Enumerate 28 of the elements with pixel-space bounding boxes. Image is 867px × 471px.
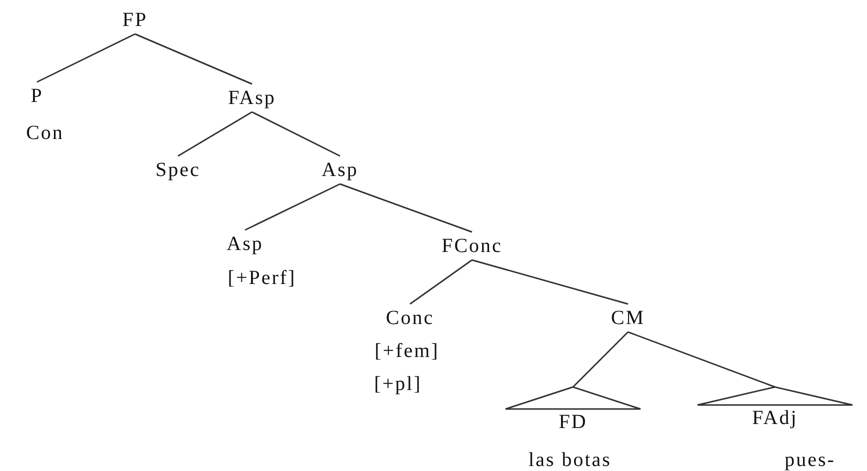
node-label: FAsp [228, 86, 276, 110]
node-label: FAdj [752, 406, 798, 430]
node-label: FP [122, 8, 148, 32]
terminal-label: Con [26, 121, 64, 145]
tree-branch [134, 33, 252, 85]
node-label: Conc [386, 306, 434, 330]
node-label: Asp [322, 158, 358, 182]
node-label: P [30, 84, 44, 108]
tree-branch [628, 331, 776, 388]
node-label: FConc [442, 234, 502, 258]
terminal-label: [+pl] [374, 372, 422, 396]
tree-branch [572, 331, 629, 388]
node-label: Asp [226, 232, 264, 256]
node-label: FD [558, 410, 588, 434]
tree-branch [36, 33, 136, 83]
tree-branch [178, 111, 252, 157]
terminal-label: las botas [528, 448, 612, 471]
triangle-node [696, 386, 854, 430]
tree-branch [340, 183, 472, 233]
tree-branch [410, 259, 472, 305]
terminal-label: pues- [784, 448, 836, 471]
tree-branch [472, 259, 628, 305]
tree-branch [252, 111, 340, 157]
terminal-label: [+fem] [374, 339, 440, 363]
node-label: Spec [156, 158, 200, 182]
tree-branch [244, 183, 340, 231]
node-label: CM [610, 306, 646, 330]
terminal-label: [+Perf] [228, 266, 296, 290]
